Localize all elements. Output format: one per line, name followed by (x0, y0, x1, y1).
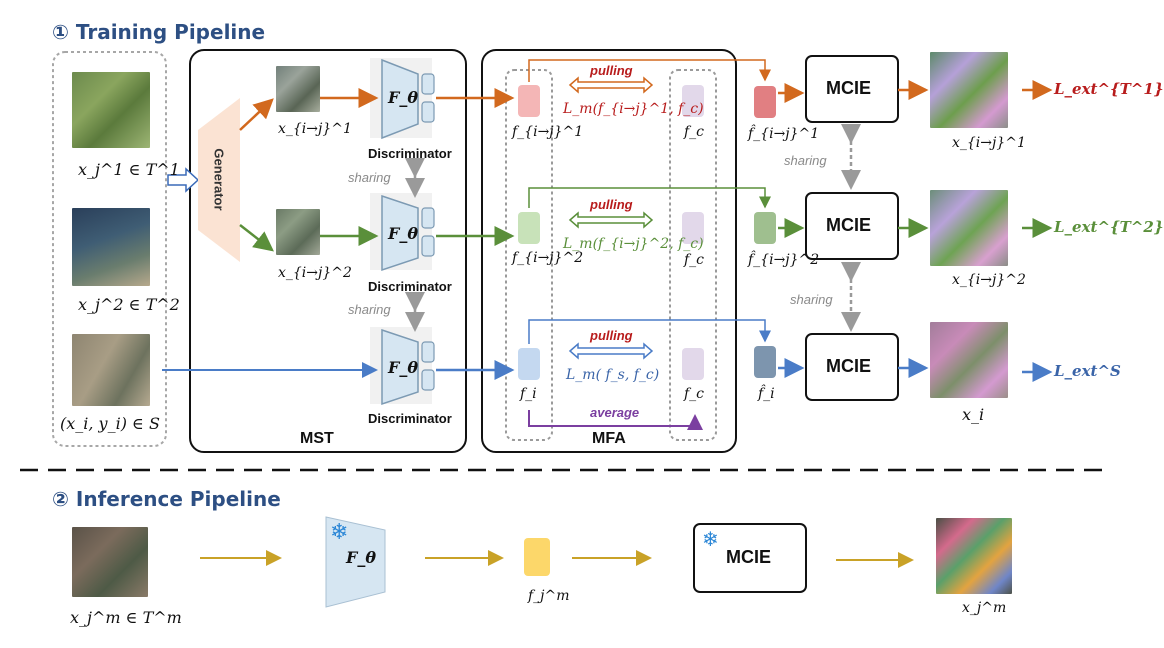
output-label-2: x_{i→j}^2 (952, 272, 1026, 288)
loss-label-3: L_m( f_s, f_c) (566, 367, 660, 383)
translated-image-2 (276, 209, 320, 255)
inference-mcie-box (693, 523, 807, 593)
mcie-box-2 (805, 192, 899, 260)
input-image-t1 (72, 72, 150, 148)
feature-label-fc-2: f_c (684, 252, 705, 268)
loss-label-1: L_m(f_{i→j}^1, f_c) (563, 101, 704, 117)
input-label-t2: x_j^2 ∈ T^2 (78, 295, 180, 314)
encoder-2 (370, 193, 435, 272)
encoder-label-1: F_θ (388, 88, 419, 107)
translated-image-1 (276, 66, 320, 112)
pipeline-diagram (20, 49, 1110, 608)
pulling-label-3: pulling (590, 328, 633, 343)
pulling-arrow-2 (568, 211, 654, 229)
output-label-1: x_{i→j}^1 (952, 135, 1026, 151)
snowflake-icon-mcie: ❄ (702, 529, 719, 551)
output-image-1 (930, 52, 1008, 128)
mcie-sharing-1: sharing (784, 153, 827, 168)
feature-f2 (518, 212, 540, 244)
inference-output-image (936, 518, 1012, 594)
input-label-t1: x_j^1 ∈ T^1 (78, 160, 180, 179)
input-image-t2 (72, 208, 150, 286)
inference-input-image (72, 527, 148, 597)
inference-feature-label: f_j^m (528, 588, 570, 604)
loss-ext-t2: L_ext^{T^2} (1054, 218, 1164, 236)
feature-label-fc-1: f_c (684, 124, 705, 140)
mst-module-box (189, 49, 467, 453)
discriminator-label-3: Discriminator (368, 411, 452, 426)
loss-ext-s: L_ext^S (1054, 362, 1121, 380)
encoder-1 (370, 58, 435, 140)
feature-fi (518, 348, 540, 380)
training-title: ① Training Pipeline (52, 20, 266, 44)
input-domain-panel (52, 51, 167, 447)
pulling-label-1: pulling (590, 63, 633, 78)
inference-feature (524, 538, 550, 576)
generator-label: Generator (211, 148, 227, 211)
pulling-arrow-1 (568, 76, 654, 94)
pulling-label-2: pulling (590, 197, 633, 212)
discriminator-label-2: Discriminator (368, 279, 452, 294)
mfa-module-box (481, 49, 737, 453)
input-label-s: (x_i, y_i) ∈ S (60, 414, 160, 433)
input-hollow-arrow (167, 167, 200, 193)
inference-mcie-label: MCIE (726, 547, 771, 567)
output-image-3 (930, 322, 1008, 398)
discriminator-label-1: Discriminator (368, 146, 452, 161)
feature-f1 (518, 85, 540, 117)
feature-label-fc-3: f_c (684, 386, 705, 402)
feature-fc-2 (682, 212, 704, 244)
loss-ext-t1: L_ext^{T^1} (1054, 80, 1164, 98)
translated-label-1: x_{i→j}^1 (278, 121, 352, 137)
encoder-3 (370, 327, 435, 406)
loss-label-2: L_m(f_{i→j}^2, f_c) (563, 236, 704, 252)
mst-sharing-2: sharing (348, 302, 391, 317)
mst-sharing-1: sharing (348, 170, 391, 185)
mst-label: MST (300, 430, 334, 447)
feature-fc-1 (682, 85, 704, 117)
average-label: average (590, 405, 640, 420)
inference-input-label: x_j^m ∈ T^m (70, 608, 182, 627)
snowflake-icon: ❄ (330, 519, 349, 544)
inference-encoder-label: F_θ (346, 548, 377, 567)
pulling-arrow-3 (568, 342, 654, 360)
mcie-label-1: MCIE (826, 78, 871, 98)
translated-label-2: x_{i→j}^2 (278, 265, 352, 281)
mfa-center-column (669, 69, 717, 441)
mcie-label-2: MCIE (826, 215, 871, 235)
encoder-label-3: F_θ (388, 358, 419, 377)
encoder-label-2: F_θ (388, 224, 419, 243)
fhat-i (754, 346, 776, 378)
mcie-label-3: MCIE (826, 356, 871, 376)
input-image-s (72, 334, 150, 406)
feature-label-f1: f_{i→j}^1 (512, 124, 584, 140)
mfa-label: MFA (592, 430, 626, 447)
output-image-2 (930, 190, 1008, 266)
output-label-3: x_i (962, 405, 985, 424)
fhat-label-i: f̂_i (758, 386, 775, 402)
inference-title: ② Inference Pipeline (52, 487, 281, 511)
feature-fc-3 (682, 348, 704, 380)
inference-encoder (325, 516, 386, 608)
inference-output-label: x_j^m (962, 600, 1007, 616)
fhat-label-1: f̂_{i→j}^1 (748, 126, 820, 142)
fhat-1 (754, 86, 776, 118)
fhat-2 (754, 212, 776, 244)
mcie-sharing-2: sharing (790, 292, 833, 307)
generator-shape (198, 98, 240, 262)
feature-label-fi: f_i (520, 386, 537, 402)
fhat-label-2: f̂_{i→j}^2 (748, 252, 820, 268)
feature-label-f2: f_{i→j}^2 (512, 250, 584, 266)
